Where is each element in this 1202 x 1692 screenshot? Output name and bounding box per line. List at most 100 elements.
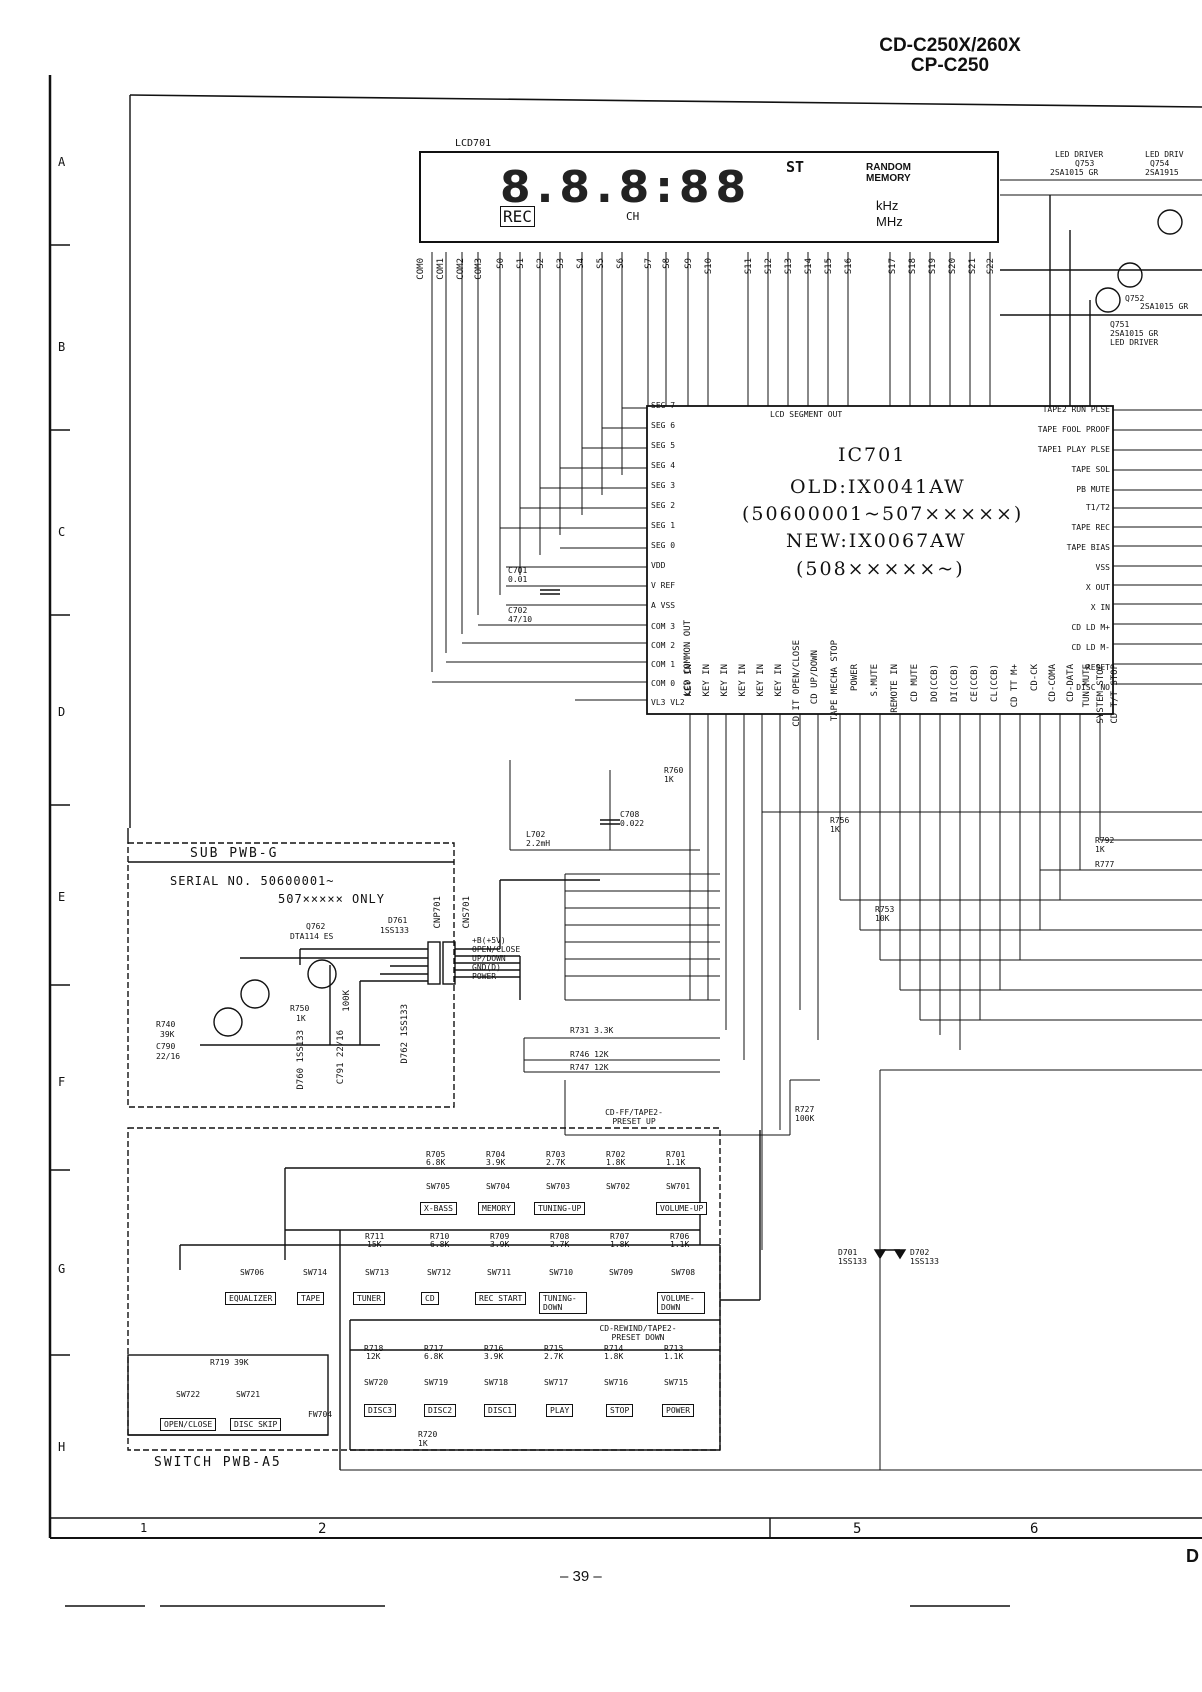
sw719-label: SW719 xyxy=(424,1378,449,1387)
lcd-pin-s22: S22 xyxy=(986,258,996,275)
r714-value: 1.8K xyxy=(604,1352,624,1361)
d761-label: D761 xyxy=(388,916,408,925)
ic-pin-tape-bias: TAPE BIAS xyxy=(1066,543,1110,552)
lcd-digits: 8.8.8:88 xyxy=(500,162,753,213)
lcd-pin-com2: COM2 xyxy=(456,258,466,280)
memory-switch[interactable]: MEMORY xyxy=(478,1202,515,1215)
r701-value: 1.1K xyxy=(666,1158,686,1167)
q762-label: Q762 xyxy=(306,922,326,931)
r720-label: R720 1K xyxy=(418,1430,438,1448)
r756-label: R756 1K xyxy=(830,816,850,834)
ic-pin-tape-rec: TAPE REC xyxy=(1071,523,1110,532)
r710-value: 6.8K xyxy=(430,1240,450,1249)
cd-switch[interactable]: CD xyxy=(421,1292,439,1305)
power-switch[interactable]: POWER xyxy=(662,1404,695,1417)
equalizer-switch[interactable]: EQUALIZER xyxy=(225,1292,277,1305)
sw709-label: SW709 xyxy=(609,1268,634,1277)
lcd-pin-com0: COM0 xyxy=(416,258,426,280)
r777-label: R777 xyxy=(1095,860,1115,869)
sw716-label: SW716 xyxy=(604,1378,629,1387)
play-switch[interactable]: PLAY xyxy=(546,1404,574,1417)
ic-pin-tape1-play: TAPE1 PLAY PLSE xyxy=(1037,445,1110,454)
xbass-switch[interactable]: X-BASS xyxy=(420,1202,457,1215)
grid-num-6: 6 xyxy=(1030,1521,1039,1537)
ic-pin-reset: RESET xyxy=(1085,663,1110,672)
lcd-pin-s1: S1 xyxy=(516,258,526,269)
ic-pin-di-ccb: DI(CCB) xyxy=(950,664,960,702)
lcd-rec-label: REC xyxy=(500,206,535,227)
conn-line-up-down: UP/DOWN xyxy=(472,954,506,963)
c791-label: C791 22/16 xyxy=(336,1030,346,1085)
open-close-switch[interactable]: OPEN/CLOSE xyxy=(160,1418,217,1431)
lcd-pin-s7: S7 xyxy=(644,258,654,269)
volume-down-switch[interactable]: VOLUME-DOWN xyxy=(657,1292,705,1314)
r747-label: R747 12K xyxy=(570,1063,609,1072)
d762-label: D762 1SS133 xyxy=(400,1004,410,1064)
disc1-switch[interactable]: DISC1 xyxy=(484,1404,517,1417)
disc2-switch[interactable]: DISC2 xyxy=(424,1404,457,1417)
conn-line-gnd: GND(D) xyxy=(472,963,501,972)
r707-label: R707 xyxy=(610,1232,630,1241)
ic-pin-cd-data: CD-DATA xyxy=(1066,664,1076,702)
r715-label: R715 xyxy=(544,1344,564,1353)
grid-num-1: 1 xyxy=(140,1521,148,1535)
lcd-pin-s5: S5 xyxy=(596,258,606,269)
r716-label: R716 xyxy=(484,1344,504,1353)
c701-label: C701 0.01 xyxy=(508,566,528,584)
sw710-label: SW710 xyxy=(549,1268,574,1277)
lcd-pin-s20: S20 xyxy=(948,258,958,275)
ic-seg-out-label: LCD SEGMENT OUT xyxy=(770,410,843,419)
switch-row-2: R711 15K R710 6.8K R709 3.9K R708 2.7K R… xyxy=(225,1232,725,1314)
ic-pin-xin: X IN xyxy=(1090,603,1110,612)
model-line-2: CP-C250 xyxy=(910,55,990,76)
switch-row-3: R718 12K R717 6.8K R716 3.9K R715 2.7K R… xyxy=(360,1344,720,1424)
r703-label: R703 xyxy=(546,1150,566,1159)
tuning-up-switch[interactable]: TUNING-UP xyxy=(534,1202,586,1215)
ic-pin-vdd: VDD xyxy=(651,561,666,570)
sw714-label: SW714 xyxy=(303,1268,328,1277)
q753-label: Q753 xyxy=(1075,159,1095,168)
lcd-pin-s6: S6 xyxy=(616,258,626,269)
r704-label: R704 xyxy=(486,1150,506,1159)
r753-label: R753 10K xyxy=(875,905,895,923)
r702-label: R702 xyxy=(606,1150,626,1159)
sw721-label: SW721 xyxy=(236,1390,261,1399)
lcd-pin-s16: S16 xyxy=(844,258,854,275)
disc-skip-switch[interactable]: DISC SKIP xyxy=(230,1418,282,1431)
r710-label: R710 xyxy=(430,1232,450,1241)
rec-start-switch[interactable]: REC START xyxy=(475,1292,527,1305)
q762-type: DTA114 ES xyxy=(290,932,334,941)
grid-label-b: B xyxy=(58,340,66,354)
r711-value: 15K xyxy=(367,1240,382,1249)
volume-up-switch[interactable]: VOLUME-UP xyxy=(656,1202,708,1215)
page-number: – 39 – xyxy=(560,1568,602,1585)
r746-label: R746 12K xyxy=(570,1050,609,1059)
switch-pwb-title: SWITCH PWB-A5 xyxy=(154,1455,282,1470)
ic-new-part: NEW:IX0067AW xyxy=(786,530,967,552)
grid-label-c: C xyxy=(58,525,66,539)
ic-pin-cd-ld-minus: CD LD M- xyxy=(1071,643,1110,652)
lcd-pin-s21: S21 xyxy=(968,258,978,275)
r706-value: 1.1K xyxy=(670,1240,690,1249)
r718-label: R718 xyxy=(364,1344,384,1353)
led-driver-label-2: LED DRIV xyxy=(1145,150,1184,159)
tuner-switch[interactable]: TUNER xyxy=(353,1292,386,1305)
ic-pin-tape2-run: TAPE2 RUN PLSE xyxy=(1042,405,1110,414)
ic-pin-cd-tt-m: CD TT M+ xyxy=(1010,664,1020,708)
sub-pwb-serial-2: 507××××× ONLY xyxy=(278,892,385,906)
tape-switch[interactable]: TAPE xyxy=(297,1292,325,1305)
c702-label: C702 47/10 xyxy=(508,606,533,624)
stop-switch[interactable]: STOP xyxy=(606,1404,634,1417)
lcd-pin-s0: S0 xyxy=(496,258,506,269)
lcd-pin-s2: S2 xyxy=(536,258,546,269)
r703-value: 2.7K xyxy=(546,1158,566,1167)
ic-pin-key-in-1: KEY IN xyxy=(684,664,694,697)
ic-pin-cl-ccb: CL(CCB) xyxy=(990,664,1000,702)
tuning-down-switch[interactable]: TUNING-DOWN xyxy=(539,1292,587,1314)
ic-pin-cd-coma: CD-COMA xyxy=(1048,664,1058,702)
r711-label: R711 xyxy=(365,1232,385,1241)
lcd-ch-label: CH xyxy=(626,210,640,223)
r714-label: R714 xyxy=(604,1344,624,1353)
disc3-switch[interactable]: DISC3 xyxy=(364,1404,397,1417)
